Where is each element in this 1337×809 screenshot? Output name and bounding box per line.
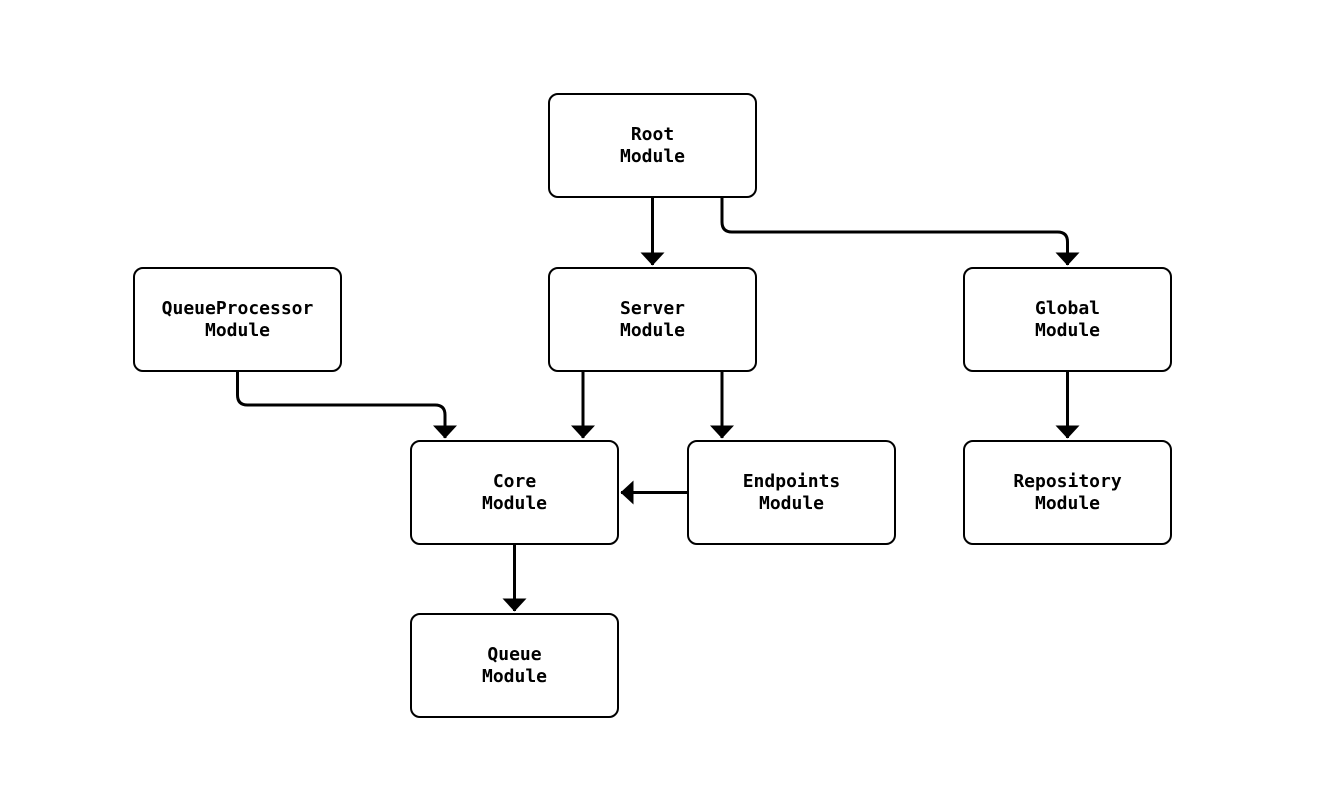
node-label-line: Module (619, 319, 686, 341)
node-label-line: Module (204, 319, 271, 341)
edge-root-to-global (720, 198, 1080, 266)
node-label-line: Global (1034, 297, 1101, 319)
node-core-module: Core Module (410, 440, 619, 545)
node-label-line: Module (619, 145, 686, 167)
node-label-line: QueueProcessor (161, 297, 314, 319)
node-queue-module: Queue Module (410, 613, 619, 718)
node-label-line: Module (481, 665, 548, 687)
node-server-module: Server Module (548, 267, 757, 372)
node-label-line: Queue (487, 643, 542, 665)
node-endpoints-module: Endpoints Module (687, 440, 896, 545)
node-repository-module: Repository Module (963, 440, 1172, 545)
node-label-line: Endpoints (742, 470, 841, 492)
node-root-module: Root Module (548, 93, 757, 198)
node-label-line: Module (1034, 319, 1101, 341)
node-global-module: Global Module (963, 267, 1172, 372)
node-label-line: Module (1034, 492, 1101, 514)
node-label-line: Module (758, 492, 825, 514)
node-queueprocessor-module: QueueProcessor Module (133, 267, 342, 372)
edge-queueprocessor-to-core (236, 372, 457, 439)
node-label-line: Repository (1013, 470, 1122, 492)
node-label-line: Server (619, 297, 686, 319)
node-label-line: Root (630, 123, 675, 145)
node-label-line: Core (492, 470, 537, 492)
node-label-line: Module (481, 492, 548, 514)
